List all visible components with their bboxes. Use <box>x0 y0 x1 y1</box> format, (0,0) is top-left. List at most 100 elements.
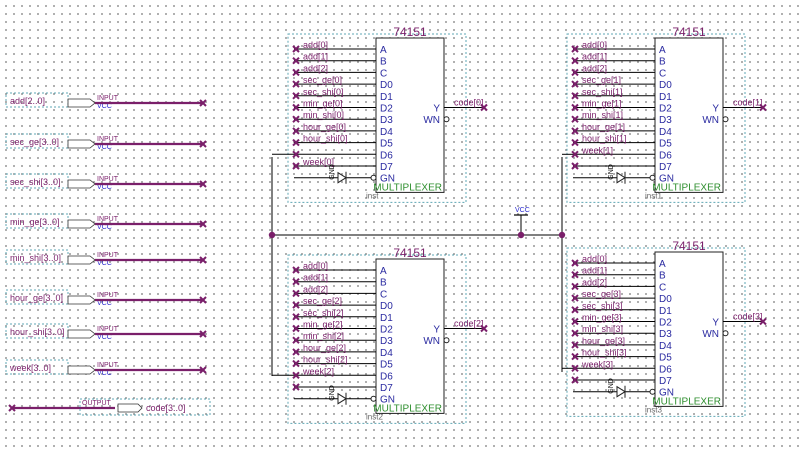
no-connect-marker-b <box>199 140 207 148</box>
no-connect-marker <box>292 92 300 100</box>
no-connect-marker-b <box>292 348 300 356</box>
no-connect-marker-b <box>571 329 579 337</box>
no-connect-marker <box>571 80 579 88</box>
net-label: add[1] <box>303 52 328 62</box>
pin-name-D4: D4 <box>659 341 672 352</box>
net-label: min_ge[3] <box>582 313 622 323</box>
no-connect-marker-b <box>292 103 300 112</box>
no-connect-marker-b <box>571 92 579 100</box>
pin-name-D6: D6 <box>380 371 393 382</box>
ground-symbol <box>616 171 626 184</box>
pin-name-D3: D3 <box>380 336 393 347</box>
input-pin-name: week[3..0] <box>9 363 51 373</box>
net-label: week[1] <box>581 145 613 155</box>
junction-dot <box>517 231 525 239</box>
no-connect-marker-b <box>292 336 300 344</box>
net-label: add[0] <box>303 261 328 271</box>
net-label: add[0] <box>582 40 607 50</box>
input-keyword: INPUT <box>97 216 119 223</box>
no-connect-marker-b <box>292 92 300 100</box>
no-connect-marker-b <box>571 259 579 267</box>
pin-name-A: A <box>380 266 387 277</box>
pin-name-Y: Y <box>433 325 440 336</box>
no-connect-marker-b <box>292 313 300 321</box>
net-label: hour_ge[0] <box>303 122 346 132</box>
net-label: min_shi[3] <box>582 324 623 334</box>
no-connect-marker-b <box>292 359 300 368</box>
net-label: sec_shi[0] <box>303 87 344 97</box>
inversion-bubble <box>649 388 656 395</box>
output-net-label: code[1] <box>733 98 763 108</box>
input-pin-name: hour_ge[3..0] <box>10 293 63 303</box>
no-connect-marker <box>292 336 300 344</box>
no-connect-marker <box>292 45 300 53</box>
no-connect-marker-b <box>292 68 300 77</box>
no-connect-marker-b <box>571 352 579 361</box>
chip-type-label: MULTIPLEXER <box>652 396 721 407</box>
no-connect-marker-b <box>199 180 207 188</box>
pin-name-D7: D7 <box>659 376 672 387</box>
pin-name-D5: D5 <box>659 353 672 364</box>
no-connect-marker-b <box>571 56 579 65</box>
net-label: sec_ge[1] <box>582 75 621 85</box>
no-connect-marker <box>292 115 300 123</box>
output-pin-symbol <box>117 403 143 413</box>
input-vcc-label: VCC <box>97 334 112 341</box>
no-connect-marker <box>292 289 300 298</box>
pin-name-D1: D1 <box>659 92 672 103</box>
pin-name-C: C <box>659 68 666 79</box>
no-connect-marker-b <box>571 127 579 135</box>
no-connect-marker-b <box>199 330 207 338</box>
pin-name-D4: D4 <box>659 127 672 138</box>
input-pin-name: add[2..0] <box>10 96 45 106</box>
no-connect-marker <box>8 404 16 412</box>
no-connect-marker <box>759 317 767 326</box>
no-connect-marker <box>292 56 300 65</box>
pin-name-Y: Y <box>712 104 719 115</box>
no-connect-marker-b <box>480 103 488 112</box>
no-connect-marker <box>571 103 579 112</box>
pin-name-WN: WN <box>702 115 719 126</box>
pin-name-D5: D5 <box>380 360 393 371</box>
mux-74151-0[interactable]: 74151MULTIPLEXERinstAadd[0]Badd[1]Cadd[2… <box>272 25 488 203</box>
no-connect-marker-b <box>759 317 767 326</box>
mux-74151-2[interactable]: 74151MULTIPLEXERinst2Aadd[0]Badd[1]Cadd[… <box>272 246 488 424</box>
input-vcc-label: VCC <box>97 144 112 151</box>
instance-name: inst2 <box>366 412 383 421</box>
inversion-bubble <box>443 337 450 344</box>
chip-part-number: 74151 <box>672 25 706 39</box>
inversion-bubble <box>722 330 729 337</box>
pin-name-GN: GN <box>659 388 674 399</box>
pin-name-B: B <box>380 278 387 289</box>
no-connect-marker <box>571 45 579 53</box>
mux-74151-3[interactable]: 74151MULTIPLEXERinst3Aadd[0]Badd[1]Cadd[… <box>562 239 767 417</box>
net-label: add[2] <box>303 284 328 294</box>
no-connect-marker <box>292 150 300 159</box>
no-connect-marker-b <box>571 306 579 314</box>
no-connect-marker-b <box>292 324 300 333</box>
chip-type-label: MULTIPLEXER <box>652 182 721 193</box>
no-connect-marker <box>571 259 579 267</box>
mux-74151-1[interactable]: 74151MULTIPLEXERinst1Aadd[0]Badd[1]Cadd[… <box>562 25 767 203</box>
chip-body <box>375 258 445 414</box>
no-connect-marker <box>292 313 300 321</box>
pin-name-D7: D7 <box>659 162 672 173</box>
pin-name-D0: D0 <box>380 301 393 312</box>
net-label: hour_shi[0] <box>303 134 348 144</box>
pin-name-D2: D2 <box>659 318 672 329</box>
no-connect-marker <box>571 68 579 77</box>
no-connect-marker <box>199 330 207 338</box>
net-label: sec_ge[0] <box>303 75 342 85</box>
pin-name-B: B <box>659 271 666 282</box>
